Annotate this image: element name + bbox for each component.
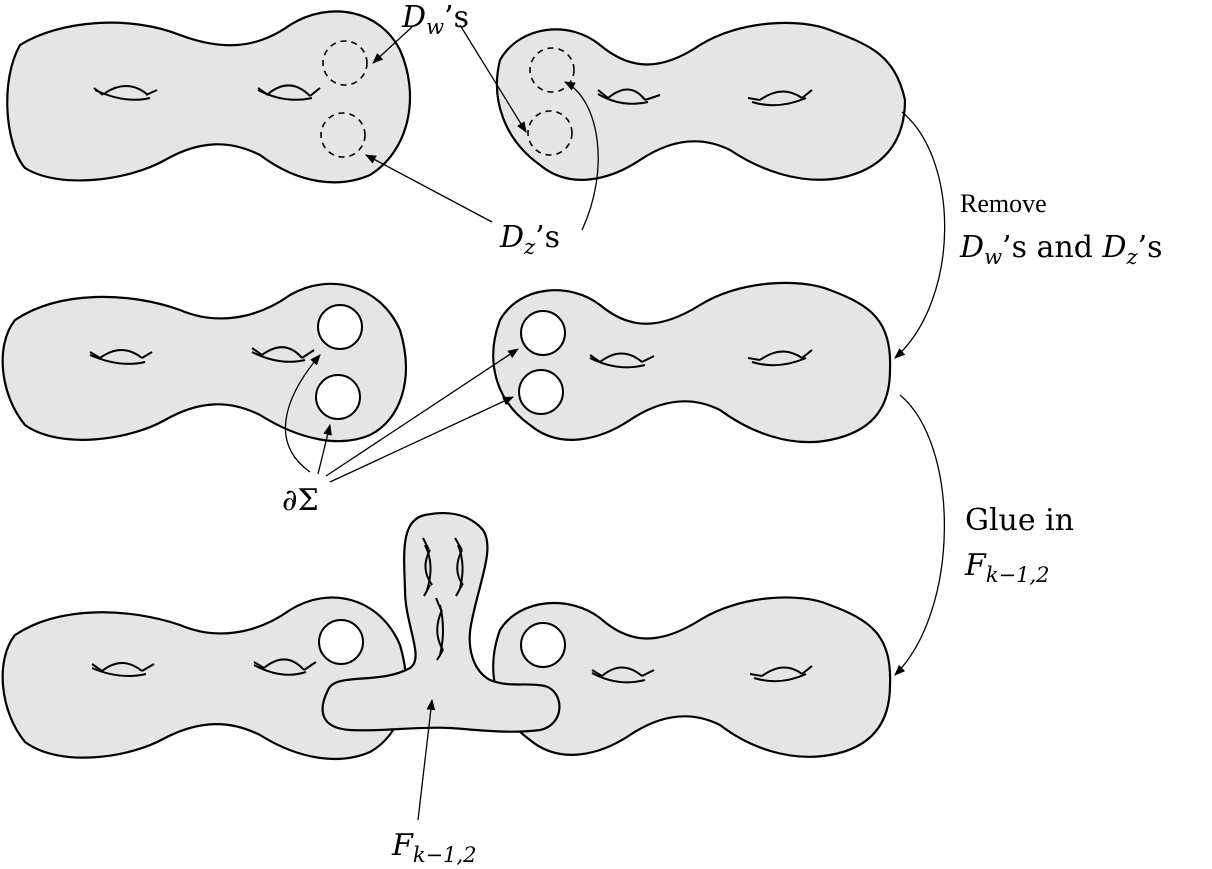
label-dw: Dw’s [401, 0, 469, 39]
disk-dz-top-right [527, 110, 573, 156]
handle-top-left-1 [93, 85, 158, 101]
handle-top-right-2 [747, 89, 813, 107]
handle-bottom-right-1 [591, 666, 655, 684]
surface-mid-right [492, 281, 892, 444]
handle-mid-left-1 [89, 349, 153, 365]
arrow-boundary-4 [329, 396, 514, 483]
step-remove-line2: Dw’s and Dz’s [959, 230, 1163, 269]
boundary-circle-bottom-right [520, 622, 566, 668]
boundary-circle-mid-right-1 [520, 310, 566, 356]
label-f-bottom: Fk−1,2 [391, 828, 477, 867]
surface-bottom-right [492, 596, 892, 758]
handle-top-right-1 [597, 88, 661, 105]
surface-glued-f [321, 512, 561, 733]
handle-bottom-left-2 [253, 658, 317, 676]
arrow-dz-right [564, 81, 599, 231]
step-glue-line1: Glue in [965, 503, 1074, 538]
arrow-dw-left [372, 26, 413, 64]
disk-dw-top-left [322, 40, 368, 86]
handle-bottom-left-1 [91, 662, 155, 677]
handle-bottom-right-2 [749, 665, 813, 683]
handle-mid-left-2 [251, 346, 315, 363]
step-glue-line2: Fk−1,2 [964, 548, 1050, 587]
disk-dw-top-right [529, 47, 575, 93]
label-dz: Dz’s [499, 220, 560, 259]
handle-f-1 [422, 537, 433, 597]
boundary-circle-mid-right-2 [518, 369, 564, 415]
arrow-boundary-2 [317, 423, 332, 475]
handle-mid-right-1 [589, 352, 655, 369]
arrow-f-label [417, 698, 436, 821]
arrow-boundary-3 [325, 348, 519, 477]
surface-top-left [6, 10, 412, 184]
handle-top-left-2 [257, 84, 321, 101]
boundary-circle-bottom-left [318, 619, 364, 665]
boundary-circle-mid-left-1 [317, 304, 363, 350]
surface-top-right [495, 21, 907, 181]
arrow-dw-right [459, 24, 527, 133]
disk-dz-top-left [320, 112, 366, 158]
handle-f-3 [435, 597, 444, 661]
arrow-step-glue [894, 394, 945, 676]
surface-bottom-left [1, 596, 407, 761]
arrow-boundary-1 [284, 354, 321, 473]
step-remove-word: Remove [960, 189, 1047, 218]
boundary-circle-mid-left-2 [315, 374, 361, 420]
handle-f-2 [454, 537, 464, 597]
handle-mid-right-2 [747, 349, 813, 367]
arrow-step-remove [894, 111, 946, 359]
label-boundary: ∂Σ [282, 483, 319, 518]
surface-mid-left [1, 282, 407, 443]
arrow-dz-left [365, 154, 493, 223]
